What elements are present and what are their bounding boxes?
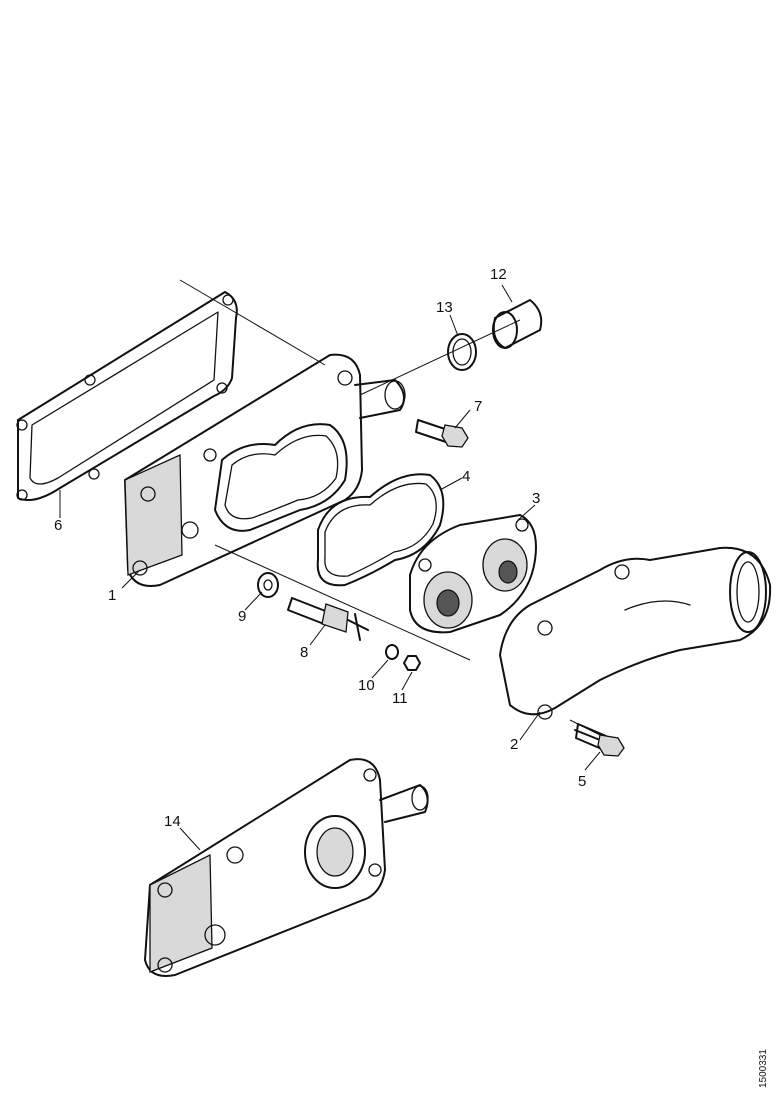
assembly-axis-lines xyxy=(179,279,601,736)
o-ring-part-13 xyxy=(447,333,477,371)
seal-ring-part-4 xyxy=(316,473,445,587)
bolt-part-5 xyxy=(574,723,625,757)
callout-4: 4 xyxy=(462,468,470,485)
callout-13: 13 xyxy=(436,299,453,316)
callout-12: 12 xyxy=(490,266,507,283)
sensor-part-8 xyxy=(287,597,369,641)
callout-9: 9 xyxy=(238,608,246,625)
thermostat-part-3 xyxy=(409,514,537,634)
housing-part-1 xyxy=(124,353,406,587)
callout-8: 8 xyxy=(300,644,308,661)
callout-11: 11 xyxy=(392,690,408,707)
sleeve-part-12 xyxy=(492,299,543,349)
callout-6: 6 xyxy=(54,517,62,534)
callout-1: 1 xyxy=(108,587,116,604)
callout-3: 3 xyxy=(532,490,540,507)
callout-leaders xyxy=(59,284,601,851)
callout-labels: 1 2 3 4 5 6 7 8 9 10 11 12 13 14 xyxy=(54,266,586,830)
washer-part-10 xyxy=(385,644,399,660)
callout-7: 7 xyxy=(474,398,482,415)
washer-part-9 xyxy=(257,572,279,598)
gasket-part-6 xyxy=(16,291,238,501)
callout-2: 2 xyxy=(510,736,518,753)
nut-part-11 xyxy=(403,655,421,671)
callout-5: 5 xyxy=(578,773,586,790)
bolt-part-7 xyxy=(415,419,469,448)
alternative-housing-part-14 xyxy=(144,758,429,977)
reference-code: 1500331 xyxy=(758,1049,769,1088)
callout-14: 14 xyxy=(164,813,181,830)
outlet-elbow-part-2 xyxy=(499,546,772,720)
callout-10: 10 xyxy=(358,677,375,694)
